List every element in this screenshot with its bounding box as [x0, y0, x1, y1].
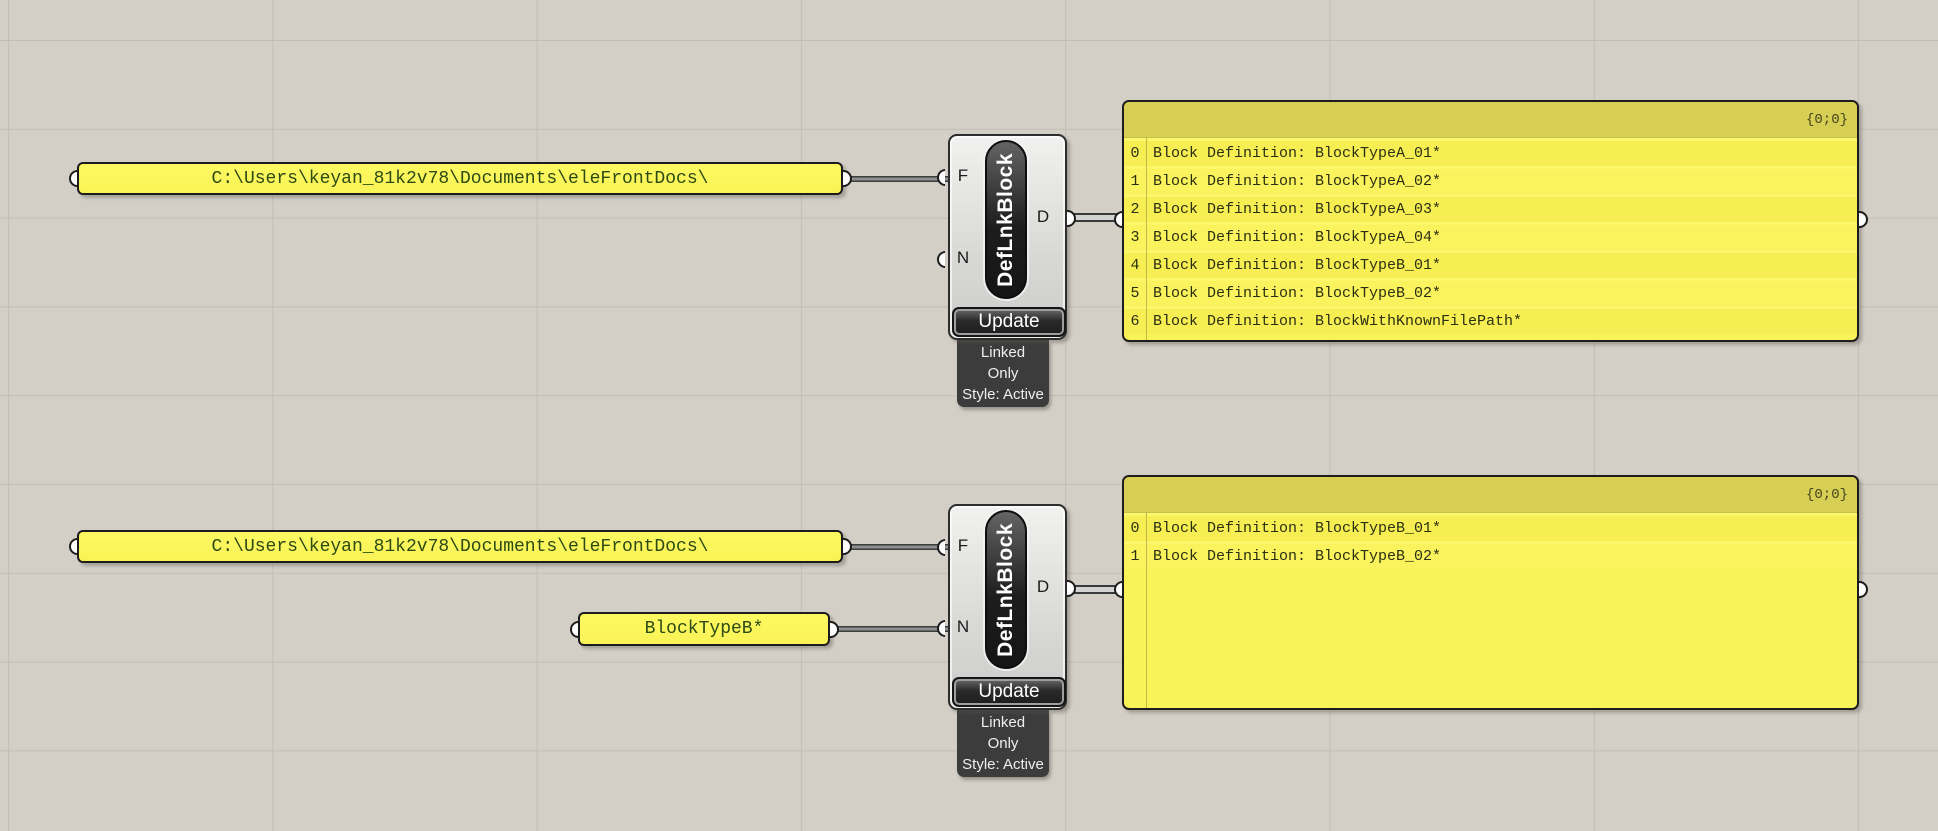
- panel-row: 6 Block Definition: BlockWithKnownFilePa…: [1124, 306, 1857, 334]
- input-label-f: F: [957, 536, 969, 555]
- row-index: 1: [1130, 173, 1140, 190]
- panel-output-port[interactable]: [1859, 210, 1868, 228]
- file-path-text-bottom: C:\Users\keyan_81k2v78\Documents\eleFron…: [211, 536, 709, 557]
- wire-name-to-n-bottom[interactable]: [830, 626, 948, 632]
- row-index: 2: [1130, 201, 1140, 218]
- component-name-label: DefLnkBlock: [994, 522, 1017, 657]
- row-index: 0: [1130, 520, 1140, 537]
- input-label-n: N: [956, 617, 970, 636]
- panel-header: {0;0}: [1124, 102, 1857, 138]
- row-text: Block Definition: BlockTypeA_03*: [1153, 201, 1442, 218]
- tag-line: Only: [987, 735, 1019, 752]
- panel-input-port[interactable]: [569, 620, 578, 638]
- tag-line: Linked: [980, 714, 1026, 731]
- row-index: 1: [1130, 548, 1140, 565]
- row-text: Block Definition: BlockTypeA_01*: [1153, 145, 1442, 162]
- row-text: Block Definition: BlockTypeA_02*: [1153, 173, 1442, 190]
- row-text: Block Definition: BlockTypeB_02*: [1153, 548, 1442, 565]
- panel-row: 2 Block Definition: BlockTypeA_03*: [1124, 194, 1857, 222]
- data-path-badge: {0;0}: [1805, 486, 1848, 503]
- wire-d-to-panel-top[interactable]: [1063, 212, 1123, 222]
- row-text: Block Definition: BlockTypeA_04*: [1153, 229, 1442, 246]
- panel-input-port[interactable]: [68, 538, 77, 555]
- update-button-label: Update: [978, 311, 1040, 332]
- block-name-panel[interactable]: BlockTypeB*: [578, 612, 830, 646]
- file-path-panel-bottom[interactable]: C:\Users\keyan_81k2v78\Documents\eleFron…: [77, 530, 843, 563]
- row-index: 6: [1130, 313, 1140, 330]
- update-button[interactable]: Update: [952, 677, 1066, 707]
- tag-line: Style: Active: [962, 386, 1044, 403]
- block-name-text: BlockTypeB*: [644, 619, 764, 639]
- panel-row: 4 Block Definition: BlockTypeB_01*: [1124, 250, 1857, 278]
- row-text: Block Definition: BlockTypeB_01*: [1153, 520, 1442, 537]
- output-label-d: D: [1036, 207, 1050, 226]
- panel-row: 5 Block Definition: BlockTypeB_02*: [1124, 278, 1857, 306]
- output-label-d: D: [1036, 577, 1050, 596]
- panel-header: {0;0}: [1124, 477, 1857, 513]
- panel-row: 3 Block Definition: BlockTypeA_04*: [1124, 222, 1857, 250]
- row-text: Block Definition: BlockTypeB_02*: [1153, 285, 1442, 302]
- gutter-divider: [1146, 512, 1147, 708]
- output-panel-bottom[interactable]: {0;0} 0 Block Definition: BlockTypeB_01*…: [1122, 475, 1859, 710]
- component-status-tag: Linked Only Style: Active: [957, 710, 1049, 777]
- update-button-label: Update: [978, 681, 1040, 702]
- input-label-f: F: [957, 166, 969, 185]
- row-text: Block Definition: BlockWithKnownFilePath…: [1153, 313, 1523, 330]
- panel-input-port[interactable]: [68, 170, 77, 187]
- panel-output-port[interactable]: [843, 170, 852, 187]
- row-text: Block Definition: BlockTypeB_01*: [1153, 257, 1442, 274]
- component-nickname-capsule[interactable]: DefLnkBlock: [985, 140, 1027, 299]
- tag-line: Only: [987, 365, 1019, 382]
- input-label-n: N: [956, 248, 970, 267]
- panel-row: 0 Block Definition: BlockTypeB_01*: [1124, 513, 1857, 541]
- row-index: 4: [1130, 257, 1140, 274]
- panel-row: 0 Block Definition: BlockTypeA_01*: [1124, 138, 1857, 166]
- input-port-n[interactable]: [936, 250, 945, 268]
- tag-line: Style: Active: [962, 756, 1044, 773]
- wire-d-to-panel-bottom[interactable]: [1063, 584, 1123, 594]
- output-panel-top[interactable]: {0;0} 0 Block Definition: BlockTypeA_01*…: [1122, 100, 1859, 342]
- update-button[interactable]: Update: [952, 307, 1066, 337]
- row-index: 5: [1130, 285, 1140, 302]
- panel-output-port[interactable]: [843, 538, 852, 555]
- tag-line: Linked: [980, 344, 1026, 361]
- wire-path-to-f-top[interactable]: [843, 175, 948, 182]
- panel-row: 1 Block Definition: BlockTypeB_02*: [1124, 541, 1857, 569]
- file-path-text-top: C:\Users\keyan_81k2v78\Documents\eleFron…: [211, 168, 709, 189]
- data-path-badge: {0;0}: [1805, 111, 1848, 128]
- panel-output-port[interactable]: [1859, 580, 1868, 598]
- input-port-f[interactable]: [936, 538, 945, 556]
- component-status-tag: Linked Only Style: Active: [957, 340, 1049, 407]
- input-port-f[interactable]: [936, 168, 945, 186]
- panel-output-port[interactable]: [830, 620, 839, 638]
- row-index: 0: [1130, 145, 1140, 162]
- input-port-n[interactable]: [936, 619, 945, 637]
- output-port-d[interactable]: [1067, 579, 1076, 597]
- panel-input-port[interactable]: [1113, 210, 1122, 228]
- panel-input-port[interactable]: [1113, 580, 1122, 598]
- component-nickname-capsule[interactable]: DefLnkBlock: [985, 510, 1027, 669]
- component-name-label: DefLnkBlock: [994, 152, 1017, 287]
- panel-row: 1 Block Definition: BlockTypeA_02*: [1124, 166, 1857, 194]
- gutter-divider: [1146, 137, 1147, 340]
- output-port-d[interactable]: [1067, 209, 1076, 227]
- file-path-panel-top[interactable]: C:\Users\keyan_81k2v78\Documents\eleFron…: [77, 162, 843, 195]
- row-index: 3: [1130, 229, 1140, 246]
- wire-path-to-f-bottom[interactable]: [843, 543, 948, 550]
